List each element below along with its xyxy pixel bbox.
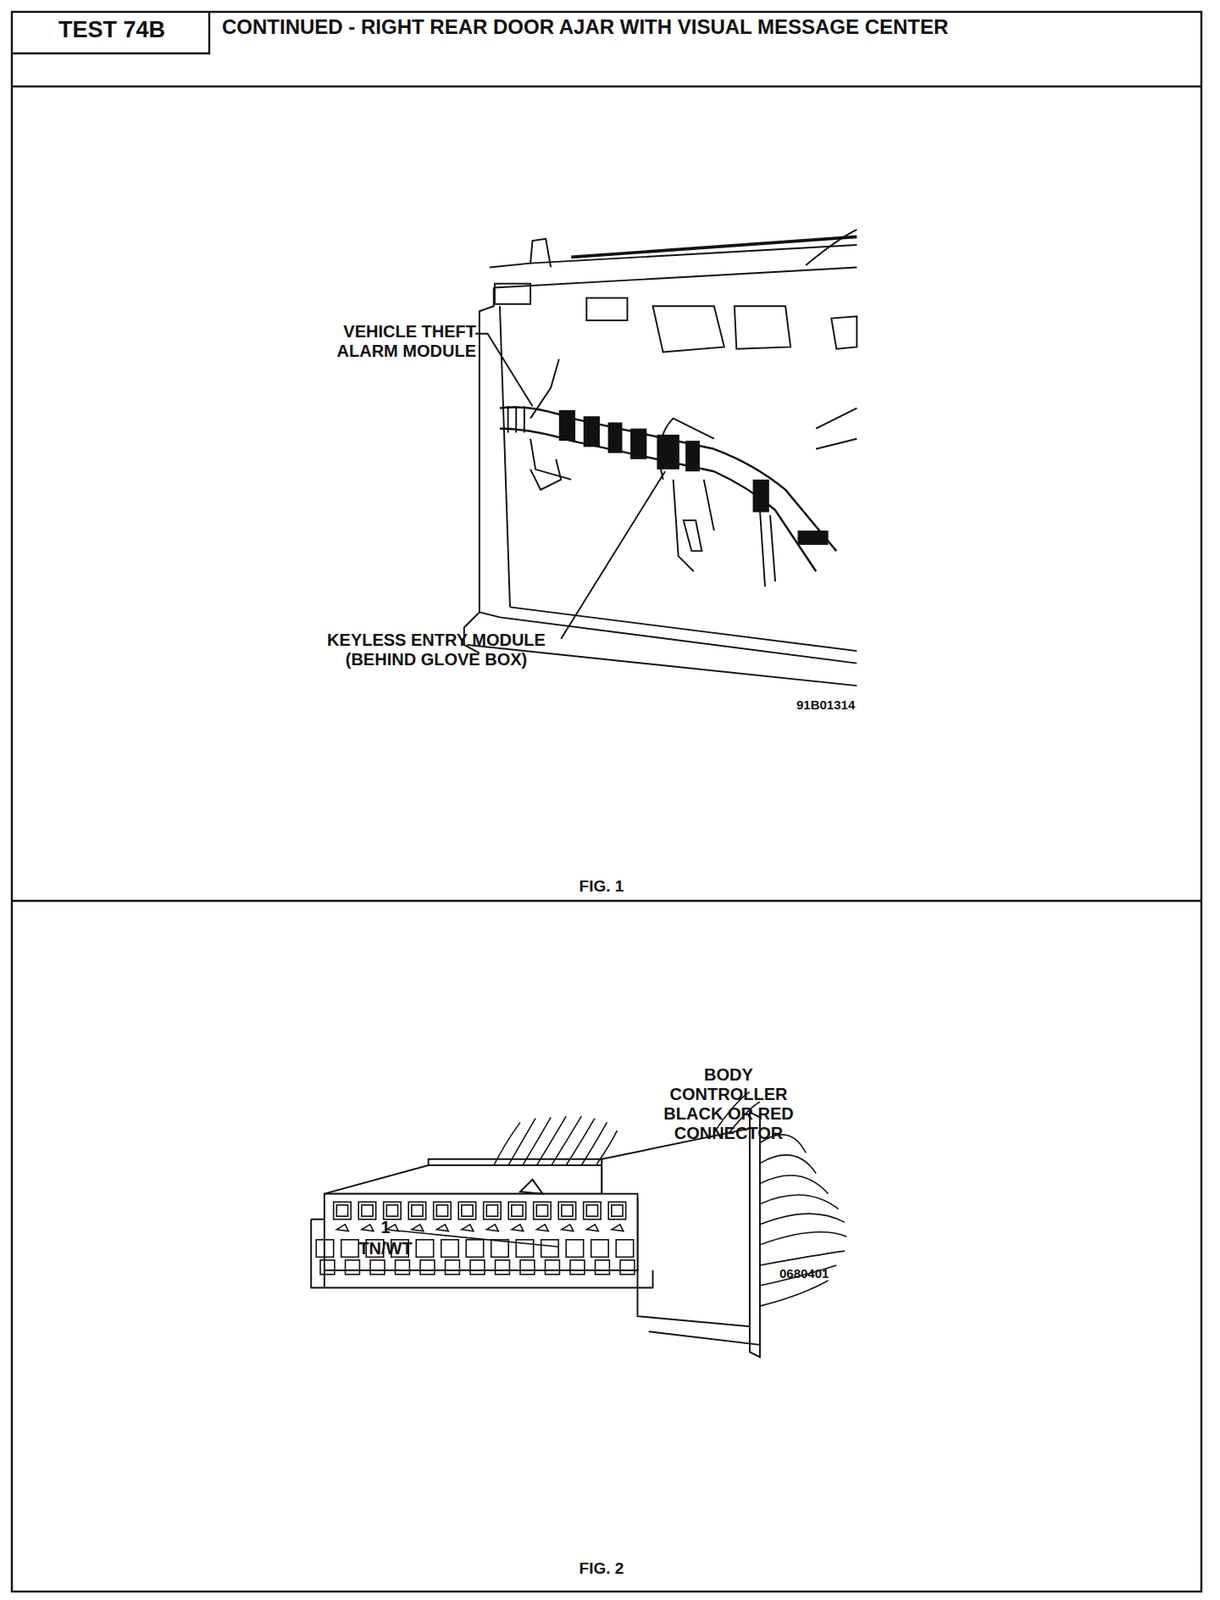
cavity [320, 1259, 335, 1275]
cavity [370, 1259, 385, 1275]
cavity [520, 1259, 535, 1275]
figure-number: FIG. 2 [559, 1558, 644, 1578]
terminal-latch [536, 1224, 549, 1232]
cavity [615, 1239, 633, 1257]
terminal-latch [486, 1224, 499, 1232]
cavity [408, 1201, 426, 1219]
leader-line [475, 333, 533, 406]
callout-number: 1 [355, 1217, 416, 1237]
cavity [591, 1239, 609, 1257]
cavity [595, 1259, 610, 1275]
cavity [358, 1201, 376, 1219]
cavity [620, 1259, 635, 1275]
cavity [483, 1201, 501, 1219]
part-name: KEYLESS ENTRY MODULE (BEHIND GLOVE BOX) [296, 630, 577, 670]
terminal-latch [611, 1224, 624, 1232]
cavity [336, 1204, 348, 1216]
cavity [415, 1239, 433, 1257]
cavity [511, 1204, 523, 1216]
cavity [608, 1201, 626, 1219]
test-number: TEST 74B [18, 16, 206, 44]
part-name: BODY CONTROLLER BLACK OR RED CONNECTOR [643, 1064, 814, 1143]
cavity [345, 1259, 361, 1275]
cavity [545, 1259, 561, 1275]
cavity [470, 1259, 485, 1275]
terminal-latch [436, 1224, 449, 1232]
cavity [458, 1201, 476, 1219]
cavity [386, 1204, 398, 1216]
cavity [508, 1201, 526, 1219]
leader-line [395, 1230, 560, 1247]
cavity [486, 1204, 498, 1216]
page-frame [11, 11, 1202, 1592]
cavity [565, 1239, 583, 1257]
cavity [561, 1204, 573, 1216]
cavity [586, 1204, 598, 1216]
cavity [433, 1201, 451, 1219]
cavity [495, 1259, 511, 1275]
dash-illustration [464, 229, 858, 686]
figure-code: 91B01314 [796, 697, 890, 712]
cavity [420, 1259, 435, 1275]
terminal-latch [336, 1224, 349, 1232]
cavity [411, 1204, 423, 1216]
cavity [491, 1239, 509, 1257]
test-box [11, 11, 210, 54]
leader-line [560, 471, 666, 638]
cavity [570, 1259, 585, 1275]
terminal-latch [361, 1224, 374, 1232]
cavity [465, 1239, 483, 1257]
cavity [361, 1204, 373, 1216]
page-title: CONTINUED - RIGHT REAR DOOR AJAR WITH VI… [221, 15, 1188, 39]
terminal-latch [586, 1224, 599, 1232]
cavity [441, 1239, 459, 1257]
cavity [333, 1201, 351, 1219]
terminal-latch [561, 1224, 574, 1232]
connector-cavities [316, 1201, 635, 1274]
cavity [395, 1259, 411, 1275]
cavity [533, 1201, 551, 1219]
figure-divider [11, 899, 1202, 902]
terminal-latch [461, 1224, 474, 1232]
terminal-latch [411, 1224, 424, 1232]
cavity [341, 1239, 359, 1257]
figure-code: 0680401 [779, 1265, 873, 1281]
cavity [536, 1204, 548, 1216]
figure-number: FIG. 1 [559, 876, 644, 896]
cavity [383, 1201, 401, 1219]
cavity [436, 1204, 448, 1216]
cavity [611, 1204, 623, 1216]
terminal-latch [511, 1224, 524, 1232]
part-name: VEHICLE THEFT ALARM MODULE [279, 321, 477, 361]
cavity [558, 1201, 576, 1219]
cavity [316, 1239, 333, 1257]
cavity [583, 1201, 601, 1219]
cavity [541, 1239, 559, 1257]
cavity [445, 1259, 461, 1275]
cavity [461, 1204, 473, 1216]
header-rule [11, 85, 1202, 88]
wire-color: TN/WT [347, 1238, 424, 1259]
